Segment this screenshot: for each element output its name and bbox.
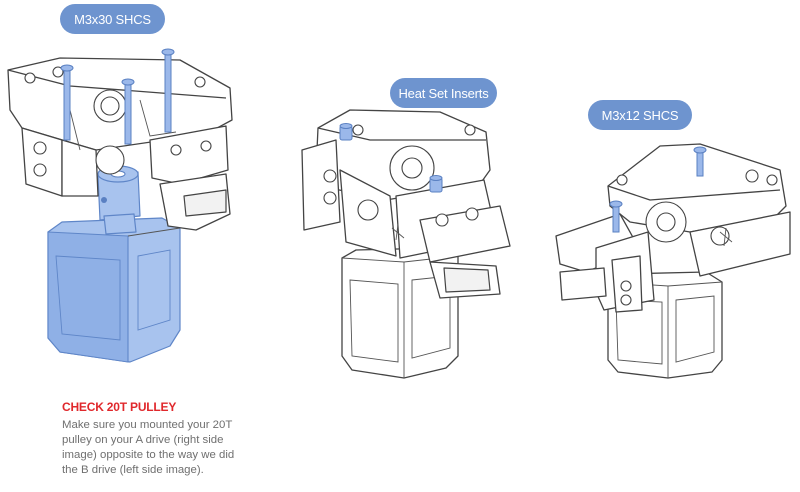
- heat-set-inserts: [339, 123, 443, 193]
- pulley-warning-note: CHECK 20T PULLEY Make sure you mounted y…: [62, 400, 282, 478]
- left-bolts: [60, 48, 175, 145]
- center-frame: [301, 109, 511, 299]
- left-stepper-motor: [47, 165, 181, 363]
- callout-heat-set-inserts: Heat Set Inserts: [390, 78, 497, 108]
- right-bolts: [609, 146, 707, 233]
- callout-m3x30-shcs: M3x30 SHCS: [60, 4, 165, 34]
- right-assembly: [555, 143, 791, 379]
- left-assembly: [7, 48, 233, 363]
- center-assembly: [301, 109, 511, 379]
- note-body: Make sure you mounted your 20T pulley on…: [62, 418, 282, 478]
- note-line: Make sure you mounted your 20T: [62, 419, 233, 431]
- note-line: pulley on your A drive (right side: [62, 434, 224, 446]
- center-stepper-motor: [341, 247, 459, 379]
- note-title: CHECK 20T PULLEY: [62, 400, 177, 414]
- callout-m3x12-shcs: M3x12 SHCS: [588, 100, 692, 130]
- note-line: the B drive (left side image).: [62, 464, 204, 476]
- note-line: image) opposite to the way we did: [62, 449, 235, 461]
